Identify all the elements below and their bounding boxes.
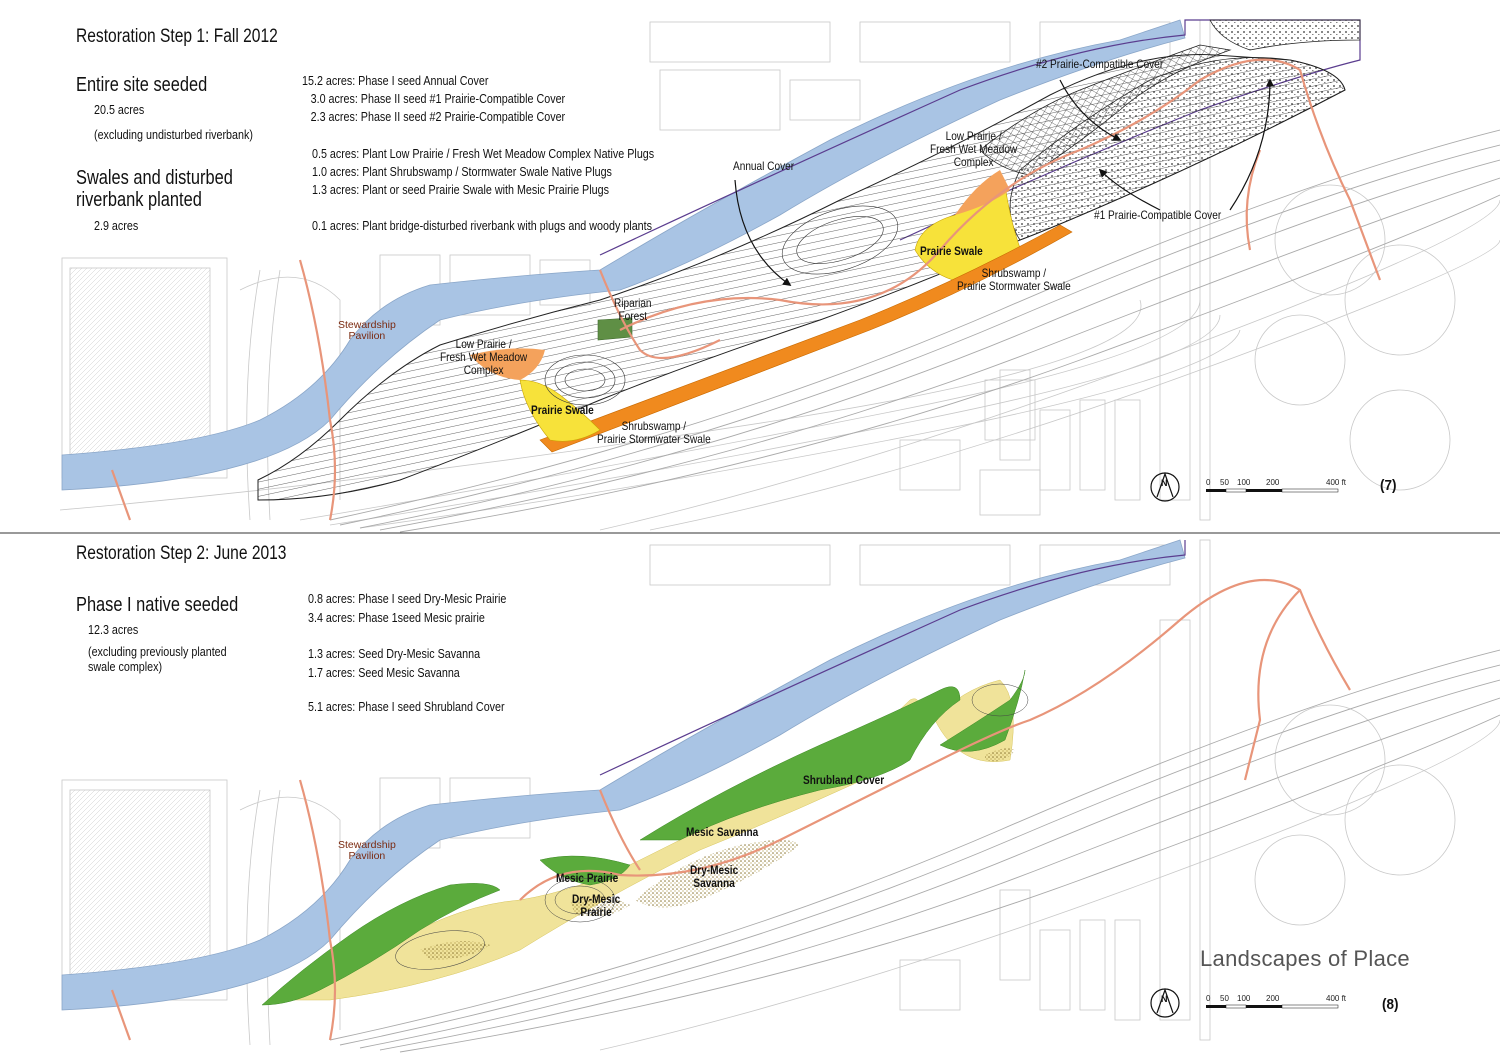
scale-label: 100 [1237,478,1251,487]
label-mesic-savanna: Mesic Savanna [686,825,759,839]
step2-list-savanna: 1.3 acres: Seed Dry-Mesic Savanna 1.7 ac… [308,645,480,683]
step1-note-entire: (excluding undisturbed riverbank) [94,128,253,142]
label-dry-mesic-prairie: Dry-Mesic Prairie [572,892,621,919]
label-annual-cover: Annual Cover [733,159,795,173]
scale-label: 0 [1206,994,1211,1003]
map1-railway [329,129,1500,533]
step2-list-item: 3.4 acres: Phase 1seed Mesic prairie [308,611,485,625]
step2-note: (excluding previously planted swale comp… [88,645,227,674]
step1-list-item: 3.0 acres: Phase II seed #1 Prairie-Comp… [310,92,566,106]
scale-label: 100 [1237,994,1251,1003]
step1-list-plant: 0.5 acres: Plant Low Prairie / Fresh Wet… [312,145,654,199]
scale-label: 50 [1220,994,1229,1003]
scale-label: 200 [1266,478,1280,487]
step1-acres-entire: 20.5 acres [94,103,145,117]
label-shrubswamp-left: Shrubswamp / Prairie Stormwater Swale [597,419,711,446]
step1-title: Restoration Step 1: Fall 2012 [76,26,278,47]
step1-list-riverbank: 0.1 acres: Plant bridge-disturbed riverb… [312,219,653,233]
north-label: N [1161,478,1168,488]
map2-railway [329,649,1500,1053]
step2-heading: Phase I native seeded [76,594,239,616]
step2-acres: 12.3 acres [88,623,139,637]
label-mesic-prairie: Mesic Prairie [556,871,619,885]
step1-heading-entire-site: Entire site seeded [76,74,208,96]
step2-list-item: 0.8 acres: Phase I seed Dry-Mesic Prairi… [308,592,507,606]
label-prairie-swale-right: Prairie Swale [920,244,983,258]
label-riparian-forest: Riparian Forest [614,296,652,323]
map2-basemap [61,539,1500,1051]
north-arrow-map2 [1150,988,1180,1018]
label-low-prairie-left: Low Prairie / Fresh Wet Meadow Complex [440,337,528,377]
step1-heading-swales-a: Swales and disturbed [76,167,233,189]
step1-list-item: 1.3 acres: Plant or seed Prairie Swale w… [312,183,609,197]
map2-trail [110,578,1351,1041]
map1-trail [110,58,1382,521]
step2-title: Restoration Step 2: June 2013 [76,543,287,564]
scale-label: 50 [1220,478,1229,487]
label-dry-mesic-savanna: Dry-Mesic Savanna [690,863,739,890]
north-label: N [1161,994,1168,1004]
map2-site-boundary [599,540,1186,776]
step1-list-phase: 15.2 acres: Phase I seed Annual Cover 3.… [302,72,565,126]
label-prairie-cover-1: #1 Prairie-Compatible Cover [1094,208,1222,222]
step2-list-item: 1.3 acres: Seed Dry-Mesic Savanna [308,647,481,661]
scale-label: 200 [1266,994,1280,1003]
label-low-prairie-right: Low Prairie / Fresh Wet Meadow Complex [930,129,1018,169]
scale-bar-map2 [1206,1004,1339,1009]
step1-acres-swales: 2.9 acres [94,219,139,233]
step1-list-item: 1.0 acres: Plant Shrubswamp / Stormwater… [312,165,612,179]
step1-heading-swales-b: riverbank planted [76,189,202,211]
scale-bar-map1 [1206,488,1339,493]
label-shrubswamp-right: Shrubswamp / Prairie Stormwater Swale [957,266,1071,293]
step1-list-item: 0.5 acres: Plant Low Prairie / Fresh Wet… [312,147,655,161]
label-stewardship-pavilion: Stewardship Pavilion [338,319,396,342]
map2-river [61,539,1186,1011]
step1-list-item: 2.3 acres: Phase II seed #2 Prairie-Comp… [310,110,566,124]
step1-list-item: 15.2 acres: Phase I seed Annual Cover [302,74,489,88]
scale-label: 400 ft [1326,478,1347,487]
step2-list-shrubland: 5.1 acres: Phase I seed Shrubland Cover [308,700,505,714]
label-prairie-swale-left: Prairie Swale [531,403,594,417]
map1-river [61,19,1186,491]
map2-planting-zones [261,669,1029,1006]
label-prairie-cover-2: #2 Prairie-Compatible Cover [1036,57,1164,71]
step2-list-item: 1.7 acres: Seed Mesic Savanna [308,666,460,680]
north-arrow-map1 [1150,472,1180,502]
brand-landscapes-of-place: Landscapes of Place [1200,946,1410,971]
page-number-8: (8) [1382,996,1399,1013]
map1-basemap [59,19,1500,531]
label-shrubland-cover: Shrubland Cover [803,773,885,787]
label-stewardship-pavilion-2: Stewardship Pavilion [338,839,396,862]
scale-label: 400 ft [1326,994,1347,1003]
map1-planting-zones [257,19,1361,501]
map1-annotation-arrows [734,78,1275,286]
scale-label: 0 [1206,478,1211,487]
page-number-7: (7) [1380,477,1397,494]
step2-list-prairie: 0.8 acres: Phase I seed Dry-Mesic Prairi… [308,590,506,628]
